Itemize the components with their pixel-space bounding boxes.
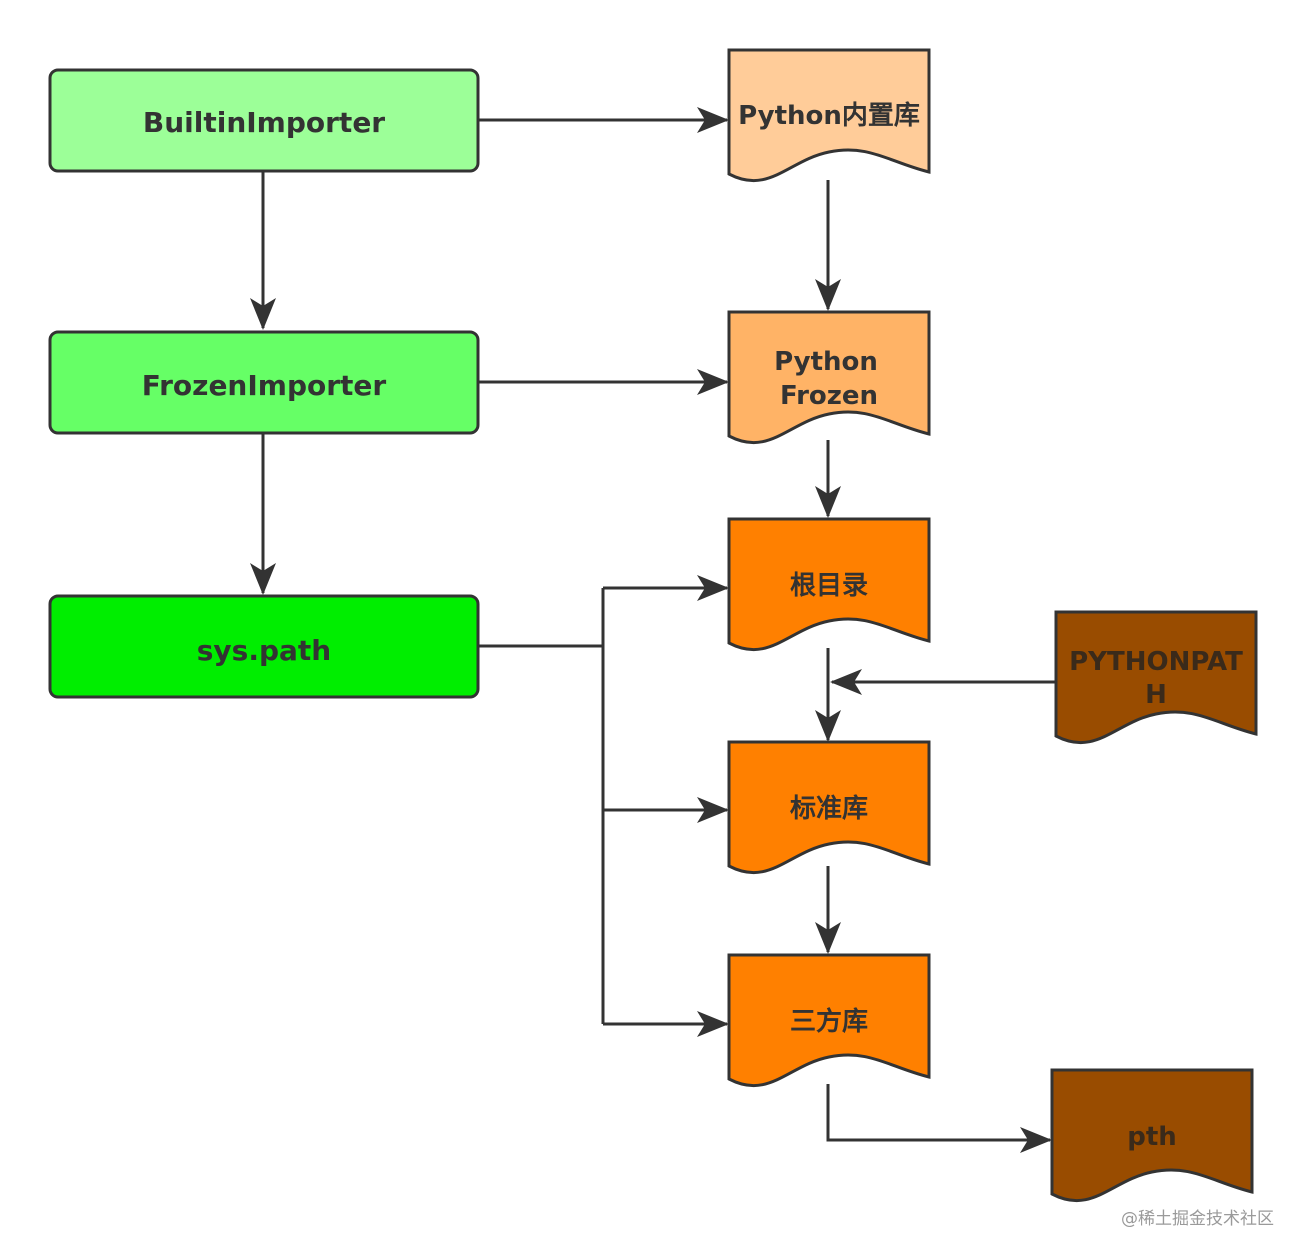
- node-python-frozen-label-line1: Python: [774, 347, 878, 377]
- node-sys-path-label: sys.path: [197, 634, 331, 667]
- node-python-frozen-shape: [727, 310, 931, 445]
- edge-thirdparty-to-pth: [826, 1084, 1052, 1153]
- node-root-dir-label: 根目录: [790, 571, 868, 601]
- node-builtin-importer-label: BuiltinImporter: [143, 106, 385, 139]
- node-sys-path-box: [48, 594, 480, 699]
- node-pth-shape: [1050, 1068, 1254, 1203]
- connectors: [250, 107, 1055, 1153]
- node-stdlib-label: 标准库: [790, 794, 868, 824]
- node-python-frozen: Python Frozen: [727, 310, 931, 445]
- node-frozen-importer-box: [48, 330, 480, 435]
- node-pth: pth: [1050, 1068, 1254, 1203]
- node-pythonpath-label-line2: H: [1145, 680, 1167, 710]
- node-pth-label: pth: [1127, 1122, 1177, 1152]
- node-thirdparty: 三方库: [727, 953, 931, 1088]
- node-python-frozen-label-line2: Frozen: [780, 381, 878, 411]
- node-python-builtin-lib-shape: [727, 48, 931, 183]
- node-python-builtin-lib: Python内置库: [727, 48, 931, 183]
- node-root-dir-shape: [727, 517, 931, 652]
- node-frozen-importer-label: FrozenImporter: [142, 369, 387, 402]
- node-builtin-importer: BuiltinImporter: [48, 68, 480, 173]
- watermark: @稀土掘金技术社区: [1121, 1209, 1274, 1229]
- node-pythonpath-label-line1: PYTHONPAT: [1069, 647, 1243, 677]
- node-pythonpath: PYTHONPAT H: [1054, 610, 1258, 745]
- node-root-dir: 根目录: [727, 517, 931, 652]
- node-builtin-importer-box: [48, 68, 480, 173]
- node-python-builtin-lib-label: Python内置库: [738, 101, 920, 131]
- node-frozen-importer: FrozenImporter: [48, 330, 480, 435]
- node-sys-path: sys.path: [48, 594, 480, 699]
- node-stdlib: 标准库: [727, 740, 931, 875]
- node-thirdparty-shape: [727, 953, 931, 1088]
- node-stdlib-shape: [727, 740, 931, 875]
- node-pythonpath-shape: [1054, 610, 1258, 745]
- node-thirdparty-label: 三方库: [790, 1006, 868, 1037]
